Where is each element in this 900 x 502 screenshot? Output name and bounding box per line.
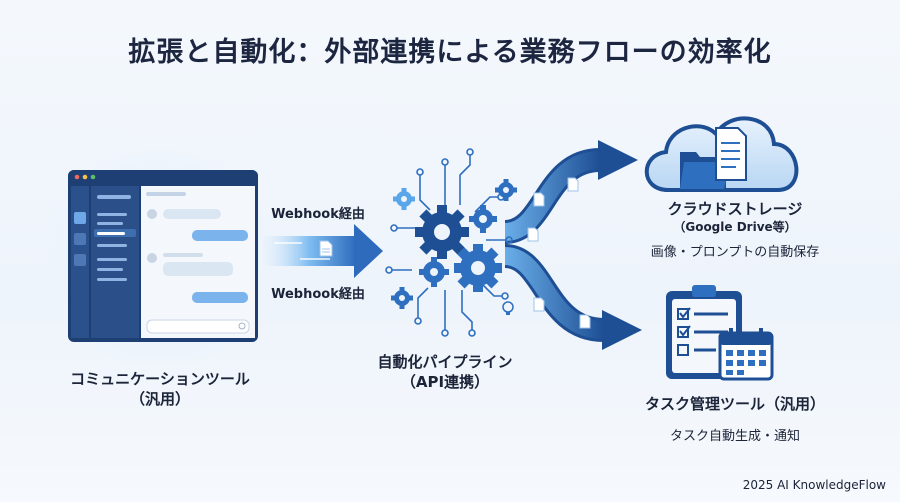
branch-arrows bbox=[503, 140, 642, 350]
document-icon bbox=[319, 240, 333, 257]
edge-label-webhook-top: Webhook経由 bbox=[271, 207, 365, 222]
gear-icon bbox=[454, 244, 502, 292]
lightbulb-icon bbox=[502, 301, 514, 315]
storage-sub: （Google Drive等） bbox=[673, 220, 797, 234]
gear-icon bbox=[415, 205, 469, 259]
gear-icon bbox=[419, 257, 449, 287]
cloud-storage-icon bbox=[644, 116, 799, 192]
webhook-arrow bbox=[262, 224, 383, 278]
footer-credit: 2025 AI KnowledgeFlow bbox=[742, 478, 886, 492]
communication-tool-sub: （汎用） bbox=[129, 390, 190, 408]
gear-icon bbox=[469, 205, 497, 233]
gear-icon bbox=[495, 179, 517, 201]
task-desc: タスク自動生成・通知 bbox=[669, 429, 800, 444]
gear-icon bbox=[391, 287, 413, 309]
communication-tool-icon bbox=[68, 170, 258, 342]
edge-label-webhook-bottom: Webhook経由 bbox=[271, 287, 365, 302]
storage-desc: 画像・プロンプトの自動保存 bbox=[650, 245, 820, 260]
pipeline-sub: （API連携） bbox=[400, 373, 490, 391]
gear-icon bbox=[393, 188, 415, 210]
document-icon bbox=[527, 177, 591, 329]
communication-tool-label: コミュニケーションツール bbox=[70, 370, 250, 388]
calendar-icon bbox=[718, 328, 774, 381]
task-tool-icon bbox=[666, 285, 774, 381]
task-label: タスク管理ツール（汎用） bbox=[644, 395, 825, 413]
pipeline-label: 自動化パイプライン bbox=[377, 353, 513, 371]
storage-label: クラウドストレージ bbox=[667, 200, 803, 218]
page-title: 拡張と自動化：外部連携による業務フローの効率化 bbox=[128, 37, 772, 68]
document-icon bbox=[715, 127, 747, 181]
